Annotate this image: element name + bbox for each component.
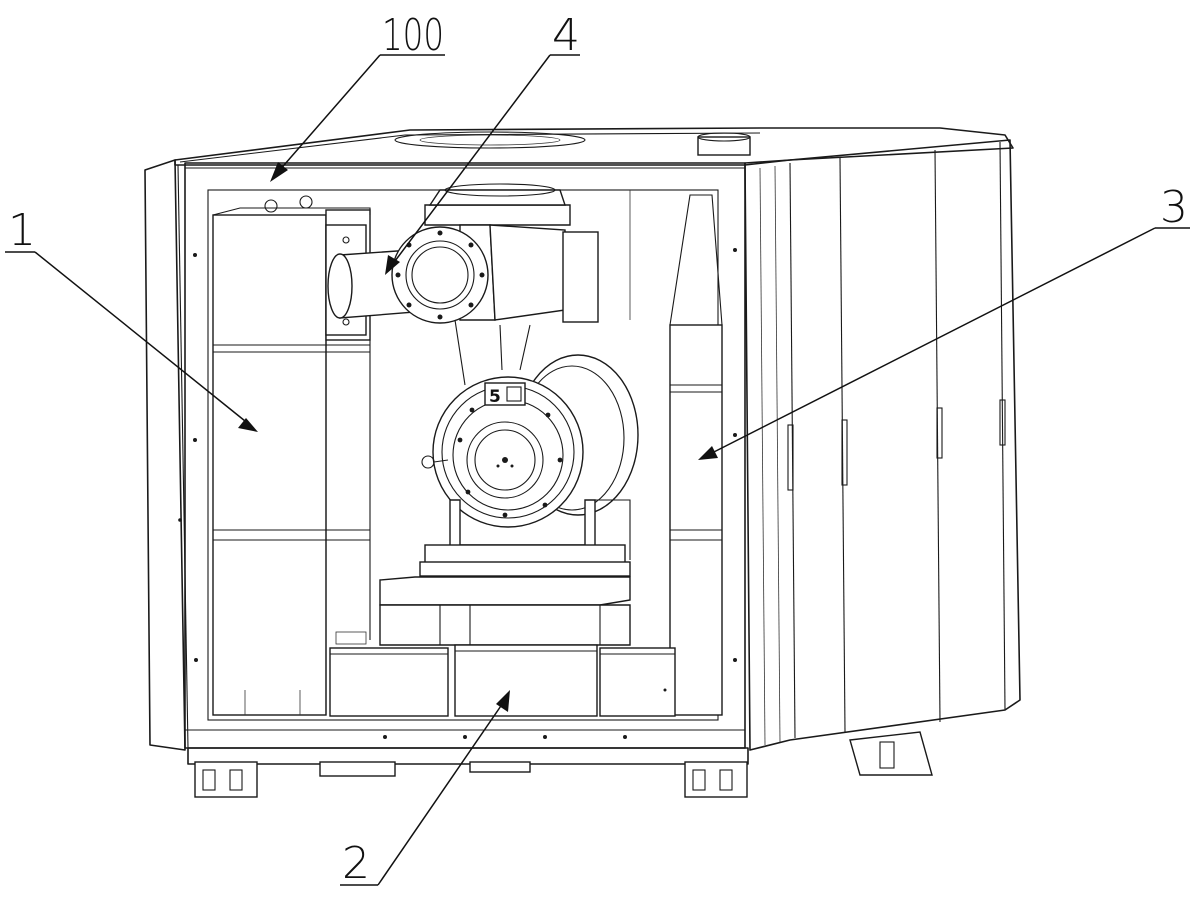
- side-door-panels: [744, 139, 1021, 751]
- callout-2: 2: [342, 838, 370, 889]
- callout-leaders: [5, 54, 1190, 886]
- base-platform: [329, 576, 676, 717]
- callout-labels: 100 4 1 3 2: [8, 10, 1188, 889]
- support-feet: [194, 731, 933, 798]
- callout-3: 3: [1160, 182, 1188, 233]
- right-column-unit: [629, 190, 723, 716]
- motor-plate-text: 5: [489, 387, 501, 407]
- callout-100: 100: [382, 10, 444, 61]
- callout-4: 4: [552, 10, 580, 61]
- left-column-unit: [212, 195, 371, 716]
- callout-1: 1: [8, 205, 36, 256]
- inlet-pipe-assembly: [327, 183, 599, 386]
- motor-assembly: 5: [419, 354, 639, 577]
